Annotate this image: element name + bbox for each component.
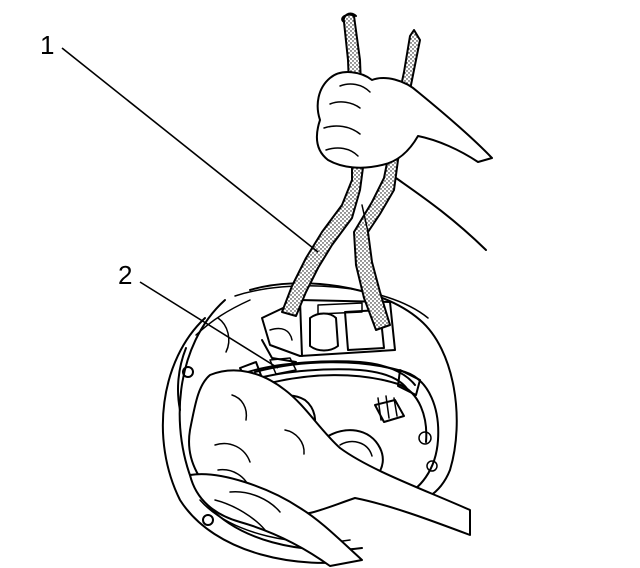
lower-hand [188, 369, 471, 567]
callout-1-leader [61, 47, 319, 253]
callout-1-label: 1 [40, 30, 54, 60]
callout-leaders [61, 47, 319, 369]
brake-spring-pliers [281, 12, 421, 331]
callout-2-label: 2 [118, 260, 132, 290]
callout-2-leader [139, 281, 279, 369]
upper-hand [315, 71, 493, 251]
